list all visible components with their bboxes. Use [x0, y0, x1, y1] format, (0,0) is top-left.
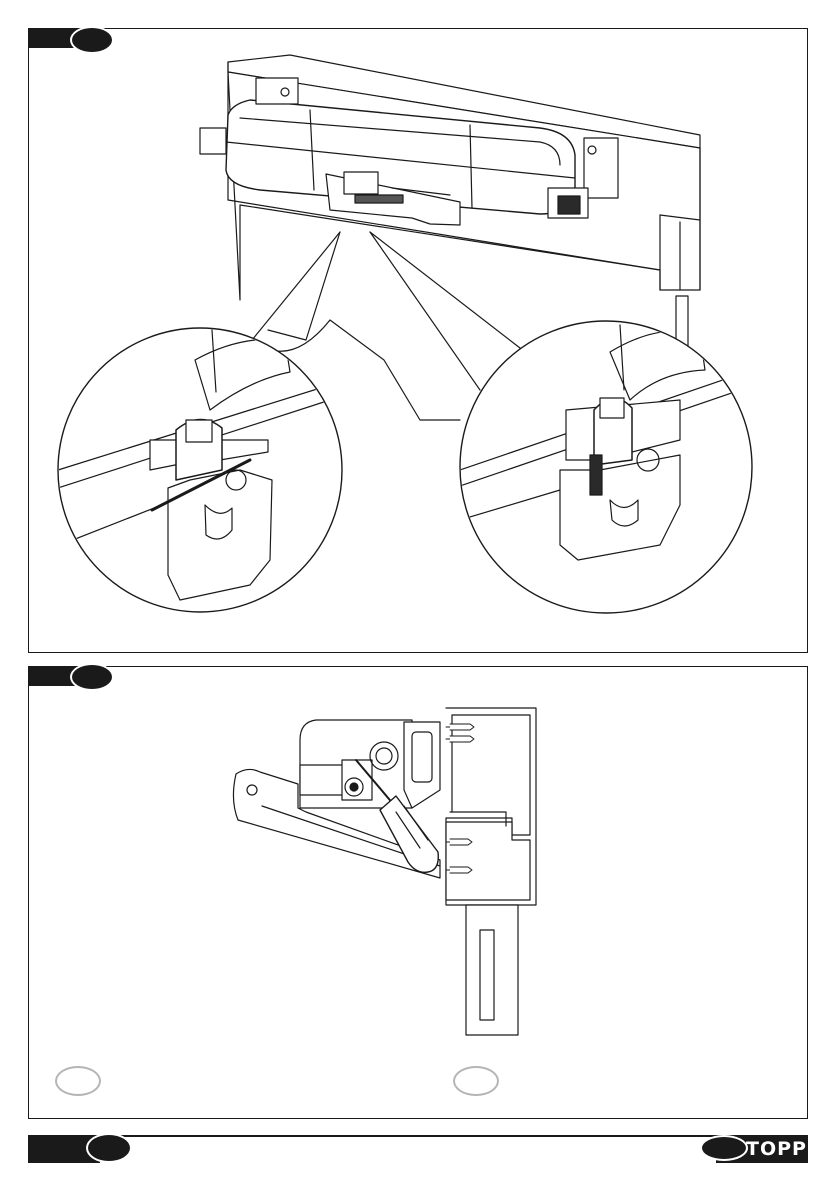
brand-logo: TOPP	[746, 1137, 806, 1161]
frame-cross-section	[446, 708, 536, 1035]
footer-brand-badge	[700, 1135, 748, 1161]
footer-page-badge	[86, 1133, 132, 1163]
step-marker-left	[55, 1066, 101, 1096]
step-marker-right	[453, 1066, 499, 1096]
footer-rule	[28, 1135, 808, 1163]
detail-view-left	[58, 328, 342, 612]
detail-view-right	[460, 321, 752, 613]
